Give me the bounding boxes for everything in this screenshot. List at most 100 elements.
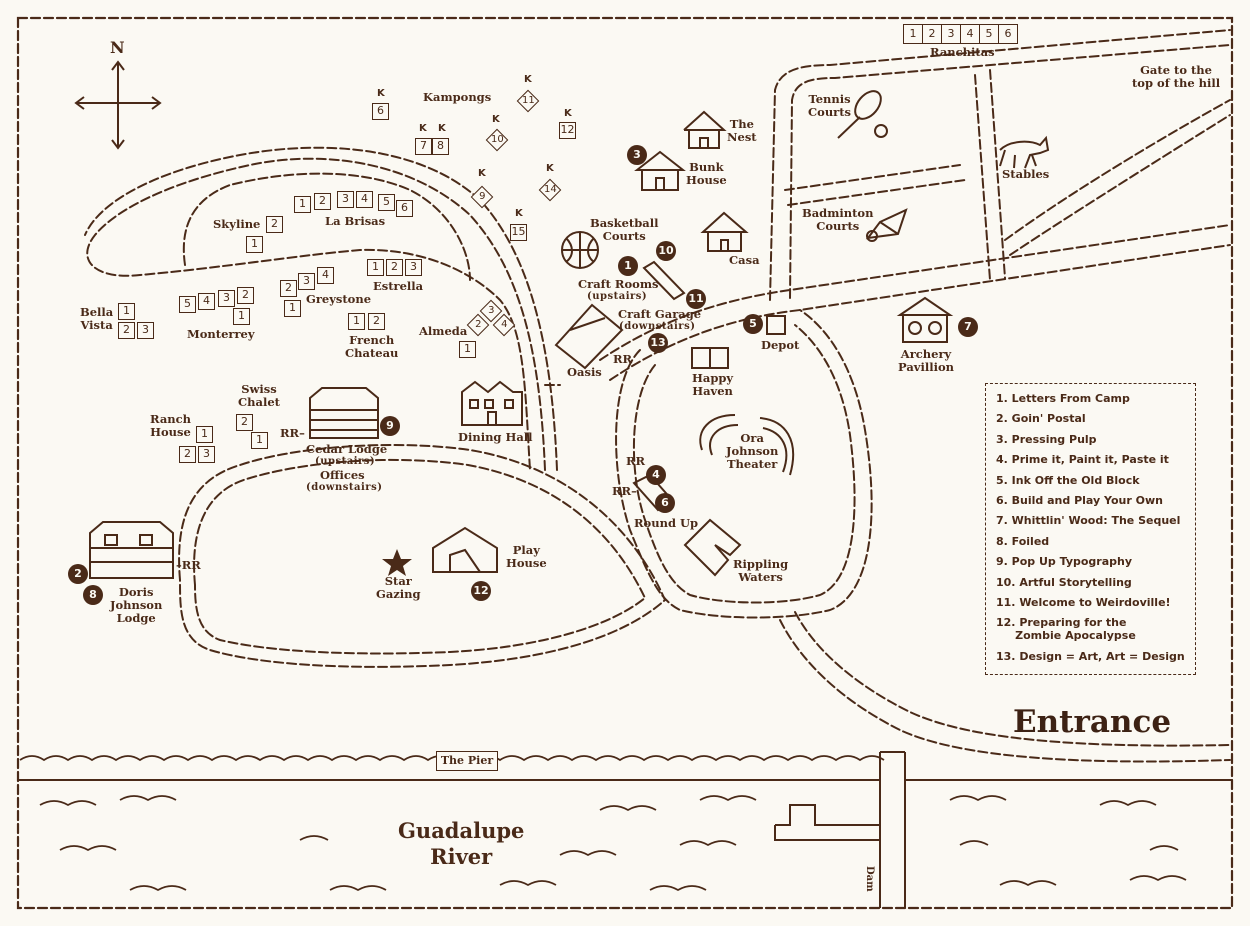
la-brisas-6: 6 <box>396 200 413 217</box>
craft-garage-sub: (downstairs) <box>619 321 696 332</box>
rippling-waters-label: Rippling Waters <box>733 557 789 584</box>
ranch-house-2: 2 <box>179 446 196 463</box>
offices-sub: (downstairs) <box>306 482 383 493</box>
kampong-marker: K <box>564 108 572 119</box>
legend-item: 2. Goin' Postal <box>996 412 1086 426</box>
legend-item: 12. Preparing for the Zombie Apocalypse <box>996 616 1136 643</box>
kampong-marker: K <box>546 163 554 174</box>
la-brisas-3: 3 <box>337 191 354 208</box>
doris-lodge-label: Doris Johnson Lodge <box>110 585 163 625</box>
kampong-marker: K <box>515 208 523 219</box>
badminton-courts-label: Badminton Courts <box>802 206 874 233</box>
kampong-12: 12 <box>559 122 576 139</box>
swiss-chalet-1: 1 <box>251 432 268 449</box>
bella-vista-1: 1 <box>118 303 135 320</box>
marker-3[interactable]: 3 <box>627 145 647 165</box>
kampong-6: 6 <box>372 103 389 120</box>
round-up-rr-top: RR <box>626 454 646 468</box>
ranchitas-unit: 5 <box>979 24 999 44</box>
casa-label: Casa <box>729 253 760 267</box>
ranch-house-3: 3 <box>198 446 215 463</box>
kampong-marker: K <box>419 123 427 134</box>
marker-9[interactable]: 9 <box>380 416 400 436</box>
greystone-4: 4 <box>317 267 334 284</box>
the-pier-label: The Pier <box>436 751 498 771</box>
depot-label: Depot <box>761 338 800 352</box>
kampongs-label: Kampongs <box>423 90 492 104</box>
marker-13[interactable]: 13 <box>648 333 668 353</box>
marker-5[interactable]: 5 <box>743 314 763 334</box>
ranchitas-unit: 1 <box>903 24 923 44</box>
happy-haven-label: Happy Haven <box>692 371 734 398</box>
monterrey-4: 4 <box>198 293 215 310</box>
dining-hall-label: Dining Hall <box>458 430 533 444</box>
archery-pavillion-label: Archery Pavillion <box>898 347 954 374</box>
la-brisas-2: 2 <box>314 193 331 210</box>
compass-north-label: N <box>110 38 125 57</box>
kampong-marker: K <box>524 74 532 85</box>
ranchitas-unit: 3 <box>941 24 961 44</box>
kampong-marker: K <box>478 168 486 179</box>
marker-4[interactable]: 4 <box>646 465 666 485</box>
craft-rooms-sub: (upstairs) <box>587 291 648 302</box>
legend-item: 5. Ink Off the Old Block <box>996 473 1140 487</box>
almeda-label: Almeda <box>419 324 468 338</box>
round-up-label: Round Up <box>634 516 699 530</box>
legend-item: 11. Welcome to Weirdoville! <box>996 595 1171 609</box>
ranch-house-1: 1 <box>196 426 213 443</box>
star-gazing-label: Star Gazing <box>376 574 421 601</box>
river-label: Guadalupe River <box>398 818 525 869</box>
monterrey-3: 3 <box>218 290 235 307</box>
la-brisas-1: 1 <box>294 196 311 213</box>
oasis-label: Oasis <box>567 365 602 379</box>
skyline-label: Skyline <box>213 217 261 231</box>
la-brisas-5: 5 <box>378 194 395 211</box>
activity-legend: 1. Letters From Camp 2. Goin' Postal 3. … <box>985 383 1196 675</box>
legend-item: 1. Letters From Camp <box>996 392 1130 405</box>
marker-6[interactable]: 6 <box>655 493 675 513</box>
marker-1[interactable]: 1 <box>618 256 638 276</box>
greystone-3: 3 <box>298 273 315 290</box>
marker-7[interactable]: 7 <box>958 317 978 337</box>
marker-2[interactable]: 2 <box>68 564 88 584</box>
swiss-chalet-label: Swiss Chalet <box>238 382 280 409</box>
kampong-7: 7 <box>415 138 432 155</box>
marker-11[interactable]: 11 <box>686 289 706 309</box>
kampong-marker: K <box>492 114 500 125</box>
marker-8[interactable]: 8 <box>83 585 103 605</box>
ranch-house-label: Ranch House <box>150 412 191 439</box>
french-chateau-2: 2 <box>368 313 385 330</box>
round-up-rr-left: RR– <box>612 484 637 498</box>
entrance-label: Entrance <box>1013 704 1172 740</box>
craft-garage-label: Craft Garage <box>618 307 702 321</box>
play-house-label: Play House <box>506 543 547 570</box>
legend-item: 8. Foiled <box>996 534 1050 548</box>
ranchitas-label: Ranchitas <box>930 45 995 59</box>
monterrey-label: Monterrey <box>187 327 255 341</box>
skyline-2: 2 <box>266 216 283 233</box>
legend-item: 3. Pressing Pulp <box>996 432 1097 446</box>
bella-vista-2: 2 <box>118 322 135 339</box>
legend-item: 9. Pop Up Typography <box>996 555 1133 569</box>
gate-label: Gate to the top of the hill <box>1132 63 1221 90</box>
almeda-1: 1 <box>459 341 476 358</box>
craft-rooms-label: Craft Rooms <box>578 277 659 291</box>
offices-label: Offices <box>320 468 365 482</box>
marker-10[interactable]: 10 <box>656 241 676 261</box>
oasis-rr-label: RR <box>613 352 633 366</box>
greystone-label: Greystone <box>306 292 372 306</box>
french-chateau-1: 1 <box>348 313 365 330</box>
marker-12[interactable]: 12 <box>471 581 491 601</box>
legend-item: 6. Build and Play Your Own <box>996 493 1163 507</box>
bunk-house-label: Bunk House <box>686 160 727 187</box>
skyline-1: 1 <box>246 236 263 253</box>
monterrey-2: 2 <box>237 287 254 304</box>
kampong-8: 8 <box>432 138 449 155</box>
la-brisas-label: La Brisas <box>325 214 386 228</box>
kampong-15: 15 <box>510 224 527 241</box>
la-brisas-4: 4 <box>356 191 373 208</box>
ranchitas-unit: 2 <box>922 24 942 44</box>
cedar-lodge-sub: (upstairs) <box>315 456 376 467</box>
dam-label: Dam <box>864 866 875 892</box>
